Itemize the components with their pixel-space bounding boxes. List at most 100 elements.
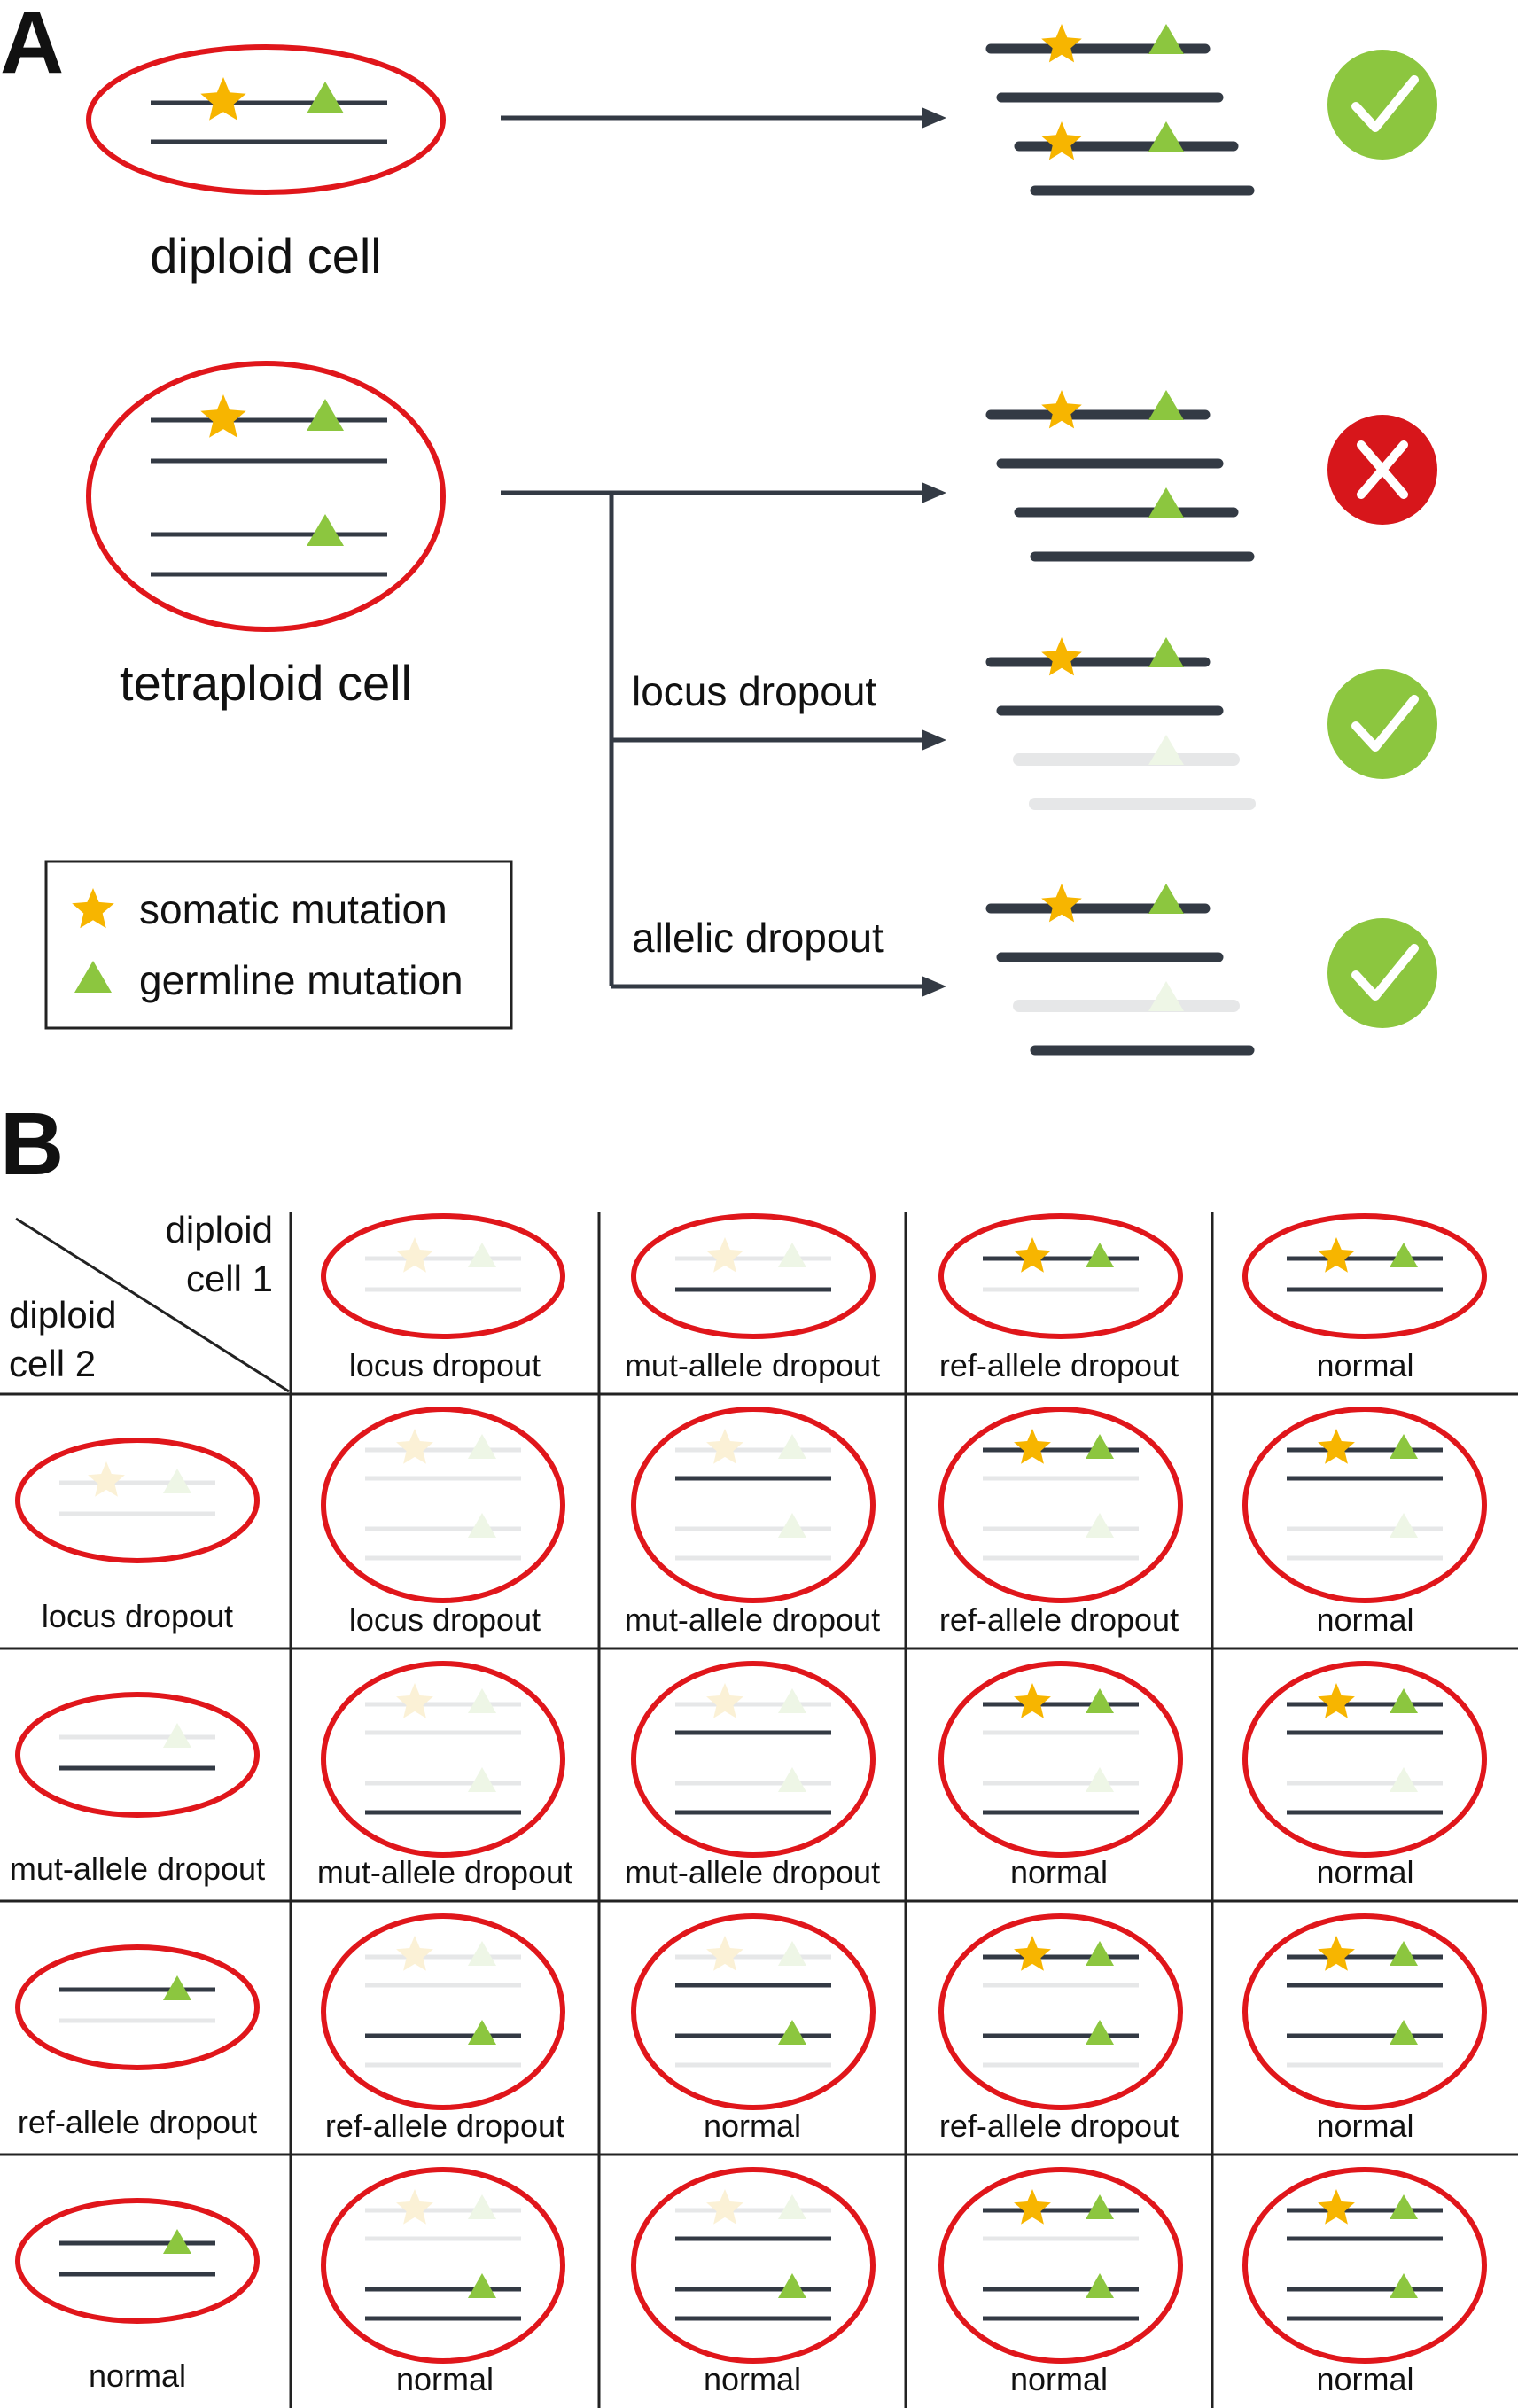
triangle-icon — [1086, 2194, 1114, 2219]
star-icon — [396, 1237, 433, 1273]
tetraploid-cell-outline — [86, 361, 446, 632]
star-icon — [1041, 884, 1082, 923]
corner-label-cell2-line1: diploid — [9, 1294, 116, 1336]
star-icon — [1318, 2189, 1355, 2225]
star-icon — [706, 1936, 743, 1971]
check-icon-bg — [1327, 669, 1437, 779]
triangle-icon — [1390, 2020, 1418, 2045]
cell-outline — [938, 1661, 1183, 1858]
cell-label: normal — [1010, 2361, 1108, 2397]
star-icon — [1041, 637, 1082, 676]
star-icon — [1318, 1936, 1355, 1971]
cell-outline — [321, 1407, 565, 1603]
column-label: normal — [1316, 1347, 1413, 1383]
triangle-icon — [1390, 2273, 1418, 2298]
triangle-icon — [1390, 2194, 1418, 2219]
star-icon — [706, 1237, 743, 1273]
row-label: normal — [89, 2357, 186, 2394]
triangle-icon — [1086, 2273, 1114, 2298]
result-badges — [1327, 50, 1437, 1028]
triangle-icon — [468, 1767, 496, 1792]
cell-outline — [631, 1913, 876, 2110]
star-icon — [1014, 2189, 1051, 2225]
triangle-icon — [74, 961, 112, 993]
cell-outline — [1242, 1407, 1487, 1603]
triangle-icon — [1086, 1243, 1114, 1267]
legend-label-germline: germline mutation — [139, 957, 463, 1003]
cell-outline — [321, 1661, 565, 1858]
star-icon — [396, 1936, 433, 1971]
cell-label: mut-allele dropout — [625, 1601, 880, 1638]
cell-outline — [1242, 1661, 1487, 1858]
check-icon — [1327, 50, 1437, 160]
triangle-icon — [1148, 487, 1184, 518]
triangle-icon — [778, 1434, 806, 1459]
triangle-icon — [778, 1513, 806, 1538]
corner-diagonal — [15, 1217, 290, 1393]
cell-outline — [321, 2167, 565, 2364]
cell-label: normal — [1316, 2108, 1413, 2144]
triangle-icon — [163, 1723, 191, 1748]
cell-outline — [1242, 1213, 1487, 1339]
triangle-icon — [1390, 1243, 1418, 1267]
star-icon — [200, 394, 246, 438]
cell-outline — [631, 1661, 876, 1858]
triangle-icon — [1390, 1941, 1418, 1966]
triangle-icon — [1086, 1513, 1114, 1538]
triangle-icon — [1390, 1513, 1418, 1538]
triangle-icon — [778, 2273, 806, 2298]
cell-outline — [938, 1407, 1183, 1603]
panel-a: A diploid cell tetraploid cell locus dro… — [0, 0, 1437, 1056]
check-mark — [1351, 695, 1419, 752]
corner-label-cell1-line2: cell 1 — [186, 1258, 273, 1299]
cell-label: normal — [704, 2361, 801, 2397]
triangle-icon — [307, 399, 344, 431]
star-icon — [72, 888, 114, 929]
cell-outline — [631, 1407, 876, 1603]
star-icon — [200, 77, 246, 121]
cell-outline — [938, 1913, 1183, 2110]
triangle-icon — [1390, 1767, 1418, 1792]
triangle-icon — [307, 514, 344, 546]
check-icon-bg — [1327, 50, 1437, 160]
triangle-icon — [1148, 121, 1184, 152]
triangle-icon — [468, 1513, 496, 1538]
cross-stroke — [1357, 440, 1408, 499]
cell-outline — [321, 1913, 565, 2110]
cell-outline — [15, 2198, 260, 2324]
triangle-icon — [778, 1688, 806, 1713]
check-icon — [1327, 669, 1437, 779]
cell-label: normal — [1316, 1854, 1413, 1890]
star-icon — [1014, 1429, 1051, 1464]
triangle-icon — [1086, 2020, 1114, 2045]
star-icon — [88, 1461, 125, 1497]
check-mark — [1351, 944, 1419, 1001]
triangle-icon — [778, 2020, 806, 2045]
cell-label: normal — [396, 2361, 494, 2397]
cell-label: ref-allele dropout — [939, 1601, 1179, 1638]
read-stacks — [985, 24, 1256, 1056]
branch-label-allelic-dropout: allelic dropout — [632, 915, 884, 961]
cross-icon — [1327, 415, 1437, 525]
star-icon — [1014, 1936, 1051, 1971]
star-icon — [1014, 1683, 1051, 1718]
row-label: locus dropout — [42, 1598, 233, 1634]
triangle-icon — [1148, 884, 1184, 914]
grid — [0, 1212, 1518, 2408]
star-icon — [1014, 1237, 1051, 1273]
triangle-icon — [1086, 1434, 1114, 1459]
cell-label: locus dropout — [349, 1601, 541, 1638]
branch-label-locus-dropout: locus dropout — [632, 668, 876, 714]
star-icon — [72, 888, 114, 929]
cell-label: normal — [704, 2108, 801, 2144]
triangle-icon — [1390, 1434, 1418, 1459]
star-icon — [1041, 121, 1082, 160]
tetraploid-cell-chromosomes — [151, 394, 387, 577]
allelic-dropout-arrow-head — [922, 976, 946, 997]
cell-outline — [938, 2167, 1183, 2364]
triangle-icon — [1148, 735, 1184, 765]
triangle-icon — [778, 2194, 806, 2219]
triangle-icon — [468, 1941, 496, 1966]
check-mark — [1351, 75, 1419, 132]
triangle-icon — [468, 1688, 496, 1713]
